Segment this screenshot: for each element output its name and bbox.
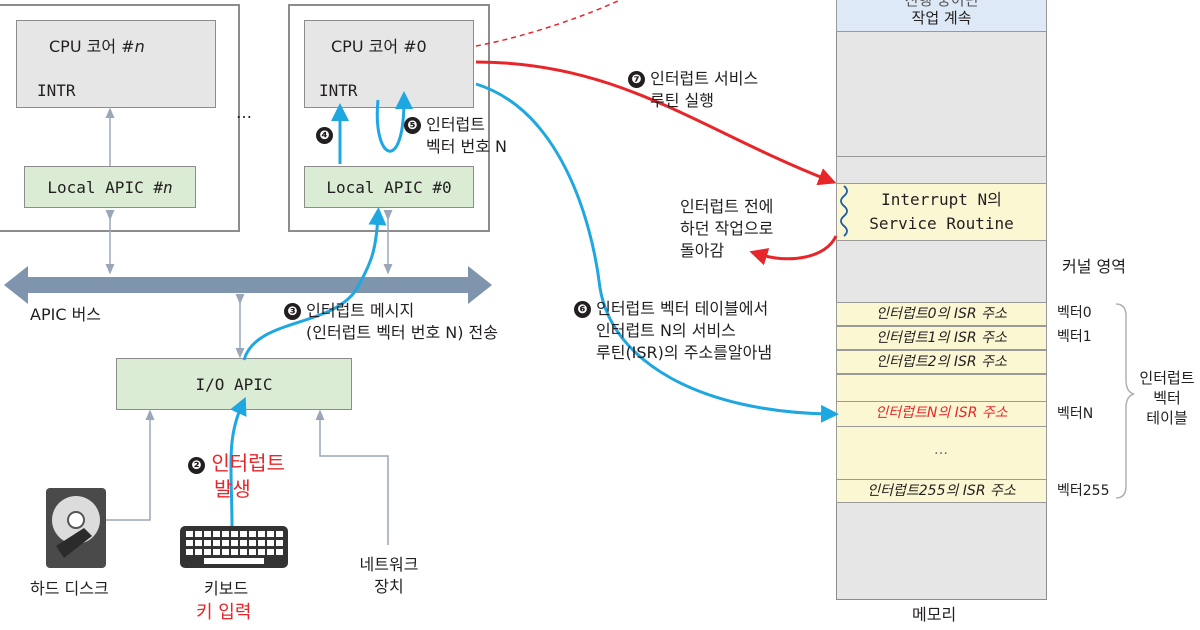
vector-label: 벡터1 — [1057, 329, 1092, 345]
vector-table-label-3: 테이블 — [1146, 409, 1188, 427]
cpu-core-n-intr: INTR — [37, 81, 76, 100]
isr-routine-line1: Interrupt N의 — [881, 190, 1002, 209]
io-apic-label: I/O APIC — [195, 374, 273, 394]
vector-label: 벡터N — [1057, 406, 1094, 422]
cpu-core-0-intr: INTR — [319, 81, 358, 100]
memory-current-task-partial: 진행 중이던 — [904, 0, 979, 9]
hard-disk-label: 하드 디스크 — [30, 579, 109, 598]
key-input-label: 키 입력 — [196, 602, 252, 623]
vector-table-entry: 인터럽트255의 ISR 주소 — [836, 479, 1047, 503]
kernel-area-label: 커널 영역 — [1062, 257, 1126, 276]
step-5-label: ❺ 인터럽트 벡터 번호 N — [404, 114, 507, 158]
keyboard-label: 키보드 — [204, 579, 249, 598]
apic-bus-label: APIC 버스 — [30, 305, 102, 324]
vector-table-entry: 인터럽트1의 ISR 주소 — [836, 326, 1047, 350]
cpu-core-0-title: CPU 코어 #0 — [331, 37, 427, 56]
vector-label: 벡터0 — [1057, 305, 1092, 321]
io-apic: I/O APIC — [116, 358, 352, 410]
memory-current-task: 진행 중이던 작업 계속 — [836, 0, 1047, 32]
apic-bus — [4, 266, 492, 304]
step-6-label: ❻ 인터럽트 벡터 테이블에서 인터럽트 N의 서비스 루틴(ISR)의 주소를… — [574, 298, 772, 364]
vector-label: 벡터255 — [1057, 483, 1110, 499]
network-device-label: 네트워크 장치 — [359, 555, 419, 596]
return-note-line3: 돌아감 — [680, 241, 725, 260]
cpu-core-n-title: CPU 코어 #n — [49, 37, 145, 56]
memory-current-task-label: 작업 계속 — [911, 9, 972, 27]
vector-table-entry: 인터럽트0의 ISR 주소 — [836, 302, 1047, 326]
isr-routine-line2: Service Routine — [869, 214, 1014, 233]
vector-table-label-1: 인터럽트 — [1139, 369, 1195, 387]
local-apic-0: Local APIC #0 — [304, 166, 474, 208]
cpu-core-n: CPU 코어 #n INTR — [16, 20, 216, 108]
keyboard-icon — [180, 526, 288, 568]
vector-table-entry — [836, 374, 1047, 402]
vector-table-label-2: 벡터 — [1153, 389, 1181, 407]
cpu-ellipsis: … — [236, 103, 252, 122]
cpu-core-0: CPU 코어 #0 INTR — [304, 20, 474, 108]
step-2-label: ❷ 인터럽트 발생 — [188, 450, 285, 502]
step-3-label: ❸ 인터럽트 메시지 (인터럽트 벡터 번호 N) 전송 — [284, 300, 498, 344]
vector-table-entry: 인터럽트2의 ISR 주소 — [836, 350, 1047, 374]
return-note-line2: 하던 작업으로 — [680, 219, 774, 238]
return-note: 인터럽트 전에 하던 작업으로 돌아감 — [680, 196, 773, 262]
hard-disk-icon — [46, 488, 106, 568]
vector-table-label: 인터럽트 벡터 테이블 — [1132, 368, 1200, 428]
local-apic-n: Local APIC #n — [24, 166, 196, 208]
vector-table-ellipsis: … — [836, 426, 1047, 480]
step-7-label: ❼ 인터럽트 서비스 루틴 실행 — [628, 68, 758, 112]
step-4-marker: ❹ — [316, 124, 333, 146]
vector-table-entry-n: 인터럽트N의 ISR 주소 — [836, 401, 1047, 427]
memory-label: 메모리 — [912, 605, 957, 624]
return-note-line1: 인터럽트 전에 — [680, 197, 774, 216]
isr-routine-block: Interrupt N의 Service Routine — [836, 183, 1047, 241]
local-apic-0-label: Local APIC #0 — [326, 177, 452, 197]
local-apic-n-label: Local APIC #n — [47, 177, 173, 197]
